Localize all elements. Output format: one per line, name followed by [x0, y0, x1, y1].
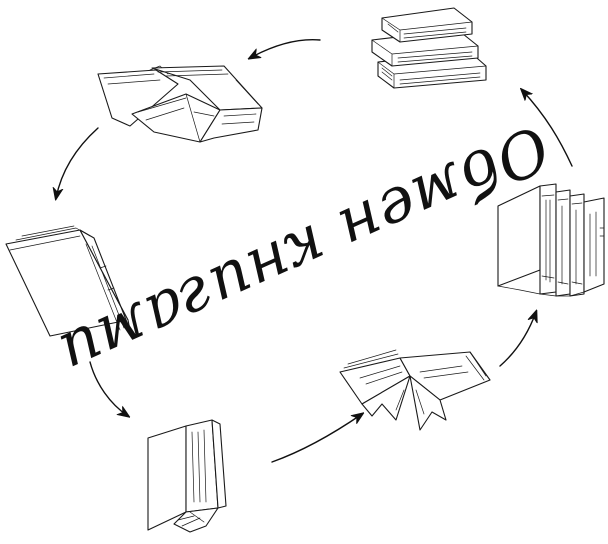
center-script-text: Обмен книгами: [49, 111, 561, 392]
open-book-flipping-pages-icon: [340, 350, 490, 430]
center-title: Обмен книгами: [49, 111, 561, 392]
closed-books-stack-icon: [372, 8, 486, 88]
open-books-pile-icon: [98, 66, 262, 142]
arrow-upright-to-pages: [272, 414, 362, 462]
arrow-pages-to-standing: [500, 312, 536, 366]
standing-books-row-icon: [498, 184, 604, 296]
book-standing-open-bottom-icon: [148, 420, 226, 532]
arrow-stack-to-openpile: [250, 40, 320, 58]
arrow-openpile-to-closed: [56, 128, 98, 198]
